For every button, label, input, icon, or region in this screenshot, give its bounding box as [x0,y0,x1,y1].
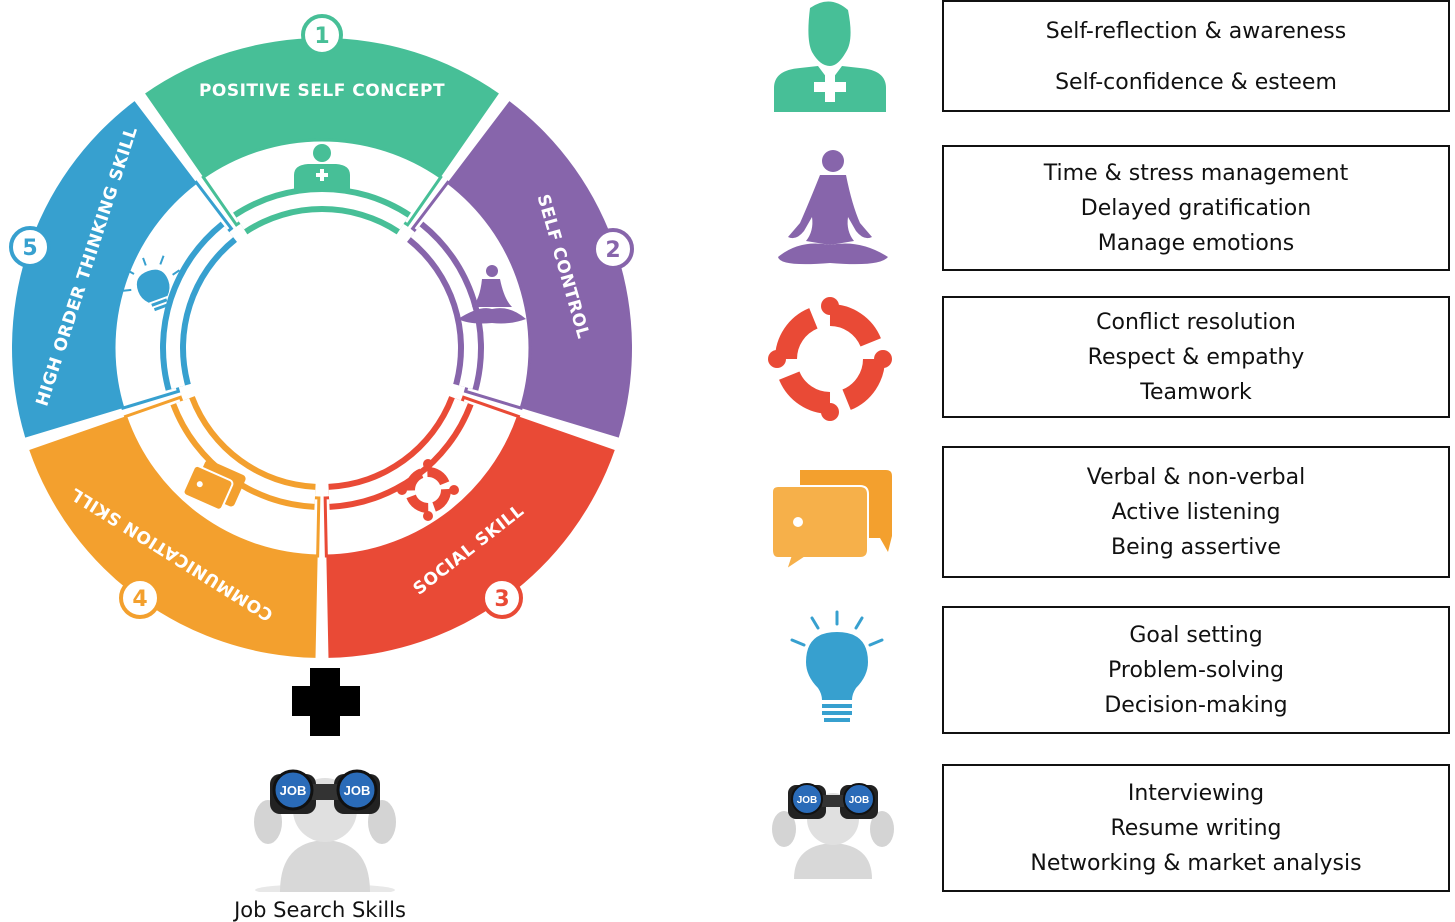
skill-line: Self-reflection & awareness [1045,19,1347,44]
wheel-ring-4 [170,396,316,510]
skill-box-job-search: Interviewing Resume writing Networking &… [942,764,1450,892]
svg-text:5: 5 [22,236,37,261]
skill-line: Interviewing [1127,780,1265,806]
skill-line: Active listening [1111,499,1281,525]
skill-line: Self-confidence & esteem [1055,70,1337,95]
icon-lightbulb [760,610,900,725]
wheel-segment-3 [326,416,615,658]
svg-text:JOB: JOB [344,783,371,798]
wheel-ring-3 [328,396,474,510]
lightbulb-icon [790,610,884,722]
icon-teamwork [760,296,900,422]
icon-chat [760,466,900,574]
svg-text:1: 1 [314,24,329,49]
skill-box-self-control: Time & stress management Delayed gratifi… [942,145,1450,271]
skill-line: Time & stress management [1043,160,1349,186]
meditation-icon [458,265,526,324]
person-plus-icon [774,1,886,112]
number-badge-5: 5 [9,226,51,268]
plus-sign-icon [292,668,360,736]
segment-label-1: POSITIVE SELF CONCEPT [199,81,445,101]
meditation-icon [778,150,888,265]
number-badge-4: 4 [119,577,161,619]
wheel-segment-2 [447,101,632,438]
wheel-segment-1 [145,38,499,178]
job-search-caption: Job Search Skills [234,898,406,922]
person-plus-icon [294,144,350,191]
svg-text:JOB: JOB [280,783,307,798]
icon-meditation [760,145,900,269]
wheel-segment-4 [29,416,318,658]
skills-wheel: POSITIVE SELF CONCEPT SELF CONTROL SOCIA… [9,14,634,736]
job-search-figure: JOB JOB [240,752,410,896]
wheel-ring-gap-5 [165,226,234,390]
number-badge-1: 1 [301,14,343,56]
svg-text:3: 3 [494,587,509,612]
skill-line: Networking & market analysis [1030,850,1362,876]
wheel-segment-5 [11,101,197,438]
binoculars-job-icon: JOB JOB [254,769,396,896]
skill-line: Being assertive [1111,534,1281,560]
skill-line: Verbal & non-verbal [1086,464,1306,490]
svg-text:JOB: JOB [849,795,870,806]
chat-bubbles-icon [771,470,892,573]
skill-box-communication-skill: Verbal & non-verbal Active listening Bei… [942,446,1450,578]
wheel-ring-gap-1 [236,192,408,230]
skill-line: Manage emotions [1097,230,1295,256]
number-badge-2: 2 [592,228,634,270]
svg-text:4: 4 [132,587,147,612]
skill-line: Decision-making [1104,692,1288,718]
binoculars-job-icon: JOB JOB [772,783,894,879]
skill-box-high-order-thinking: Goal setting Problem-solving Decision-ma… [942,606,1450,734]
skill-box-positive-self-concept: Self-reflection & awareness Self-confide… [942,0,1450,112]
skill-line: Respect & empathy [1087,344,1305,370]
teamwork-circle-icon [397,459,459,521]
skill-line: Delayed gratification [1080,195,1312,221]
teamwork-circle-icon [768,297,892,421]
wheel-ring-1 [233,185,411,235]
icon-job-binoculars: JOB JOB [760,775,900,879]
skill-line: Goal setting [1129,622,1263,648]
number-badge-3: 3 [481,577,523,619]
skill-line: Conflict resolution [1096,309,1296,335]
wheel-ring-gap-3 [328,398,468,504]
skill-line: Resume writing [1110,815,1282,841]
skill-line: Problem-solving [1108,657,1284,683]
skill-line: Teamwork [1140,379,1252,405]
wheel-ring-gap-2 [410,226,478,390]
chat-bubbles-icon [182,460,246,511]
skill-box-social-skill: Conflict resolution Respect & empathy Te… [942,296,1450,418]
icon-person-plus [760,0,900,112]
svg-text:JOB: JOB [797,795,818,806]
svg-text:2: 2 [605,238,620,263]
lightbulb-icon [122,255,181,312]
wheel-ring-gap-4 [176,398,316,504]
